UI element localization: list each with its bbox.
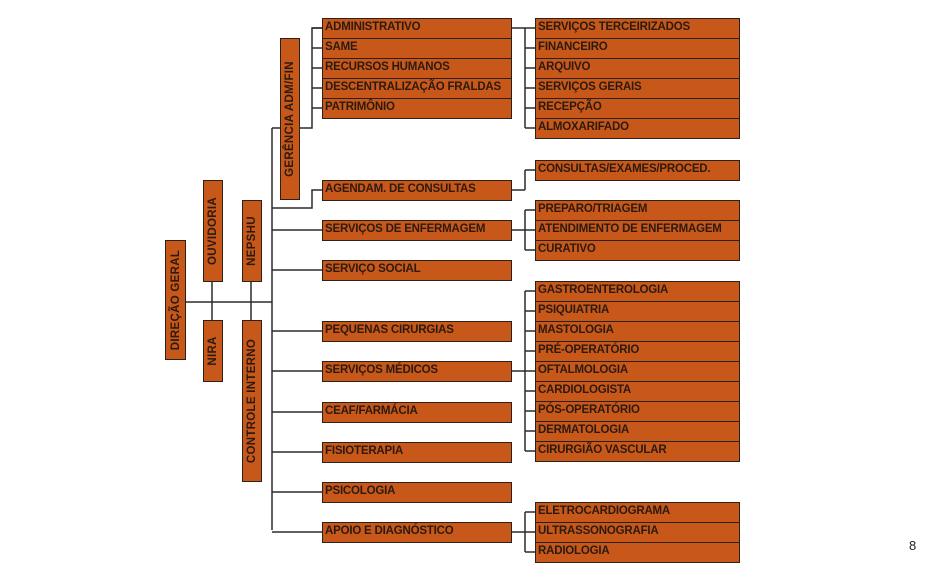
- administrativo-sub-item: SERVIÇOS GERAIS: [535, 78, 740, 99]
- admin-item: RECURSOS HUMANOS: [322, 58, 512, 79]
- medicos-sub-item: PÓS-OPERATÓRIO: [535, 401, 740, 422]
- medicos-sub-item: DERMATOLOGIA: [535, 421, 740, 442]
- gerencia-adm-fin-box-label: GERÊNCIA ADM/FIN: [284, 61, 296, 177]
- department-item: FISIOTERAPIA: [322, 442, 512, 463]
- nepshu-box-label: NEPSHU: [246, 216, 258, 266]
- enfermagem-sub-item: ATENDIMENTO DE ENFERMAGEM: [535, 220, 740, 241]
- admin-item: SAME: [322, 38, 512, 59]
- department-item: APOIO E DIAGNÓSTICO: [322, 522, 512, 543]
- nira-box-label: NIRA: [207, 336, 219, 366]
- ouvidoria-box-label: OUVIDORIA: [207, 197, 219, 265]
- department-item: SERVIÇO SOCIAL: [322, 260, 512, 281]
- medicos-sub-item: MASTOLOGIA: [535, 321, 740, 342]
- administrativo-sub-item: ARQUIVO: [535, 58, 740, 79]
- administrativo-sub-item: FINANCEIRO: [535, 38, 740, 59]
- medicos-sub-item: PSIQUIATRIA: [535, 301, 740, 322]
- department-item: SERVIÇOS MÉDICOS: [322, 361, 512, 382]
- agendamento-sub-item: CONSULTAS/EXAMES/PROCED.: [535, 160, 740, 181]
- medicos-sub-item: GASTROENTEROLOGIA: [535, 281, 740, 302]
- department-item: PSICOLOGIA: [322, 482, 512, 503]
- direcao-geral-box-label: DIREÇÃO GERAL: [169, 249, 182, 351]
- controle-interno-box: CONTROLE INTERNO: [242, 320, 262, 482]
- department-item: AGENDAM. DE CONSULTAS: [322, 180, 512, 201]
- department-item: CEAF/FARMÁCIA: [322, 402, 512, 423]
- admin-item: PATRIMÔNIO: [322, 98, 512, 119]
- department-connector: [272, 189, 322, 209]
- admin-item: ADMINISTRATIVO: [322, 18, 512, 39]
- medicos-sub-item: PRÉ-OPERATÓRIO: [535, 341, 740, 362]
- page-number: 8: [909, 538, 917, 553]
- apoio-sub-item: ELETROCARDIOGRAMA: [535, 502, 740, 523]
- administrativo-sub-item: RECEPÇÃO: [535, 98, 740, 119]
- administrativo-sub-item: ALMOXARIFADO: [535, 118, 740, 139]
- enfermagem-sub-item: PREPARO/TRIAGEM: [535, 200, 740, 221]
- admin-bracket: [299, 27, 322, 129]
- nira-box: NIRA: [203, 320, 223, 382]
- apoio-sub-item: RADIOLOGIA: [535, 542, 740, 563]
- administrativo-sub-item: SERVIÇOS TERCEIRIZADOS: [535, 18, 740, 39]
- apoio-sub-item: ULTRASSONOGRAFIA: [535, 522, 740, 543]
- medicos-sub-item: OFTALMOLOGIA: [535, 361, 740, 382]
- medicos-sub-item: CIRURGIÃO VASCULAR: [535, 441, 740, 462]
- gerencia-adm-fin-box: GERÊNCIA ADM/FIN: [280, 38, 300, 200]
- ouvidoria-box: OUVIDORIA: [203, 180, 223, 282]
- nepshu-box: NEPSHU: [242, 200, 262, 282]
- controle-interno-box-label: CONTROLE INTERNO: [246, 338, 258, 464]
- department-item: PEQUENAS CIRURGIAS: [322, 321, 512, 342]
- enfermagem-sub-item: CURATIVO: [535, 240, 740, 261]
- medicos-sub-item: CARDIOLOGISTA: [535, 381, 740, 402]
- direcao-geral-box: DIREÇÃO GERAL: [165, 240, 186, 360]
- department-item: SERVIÇOS DE ENFERMAGEM: [322, 220, 512, 241]
- admin-item: DESCENTRALIZAÇÃO FRALDAS: [322, 78, 512, 99]
